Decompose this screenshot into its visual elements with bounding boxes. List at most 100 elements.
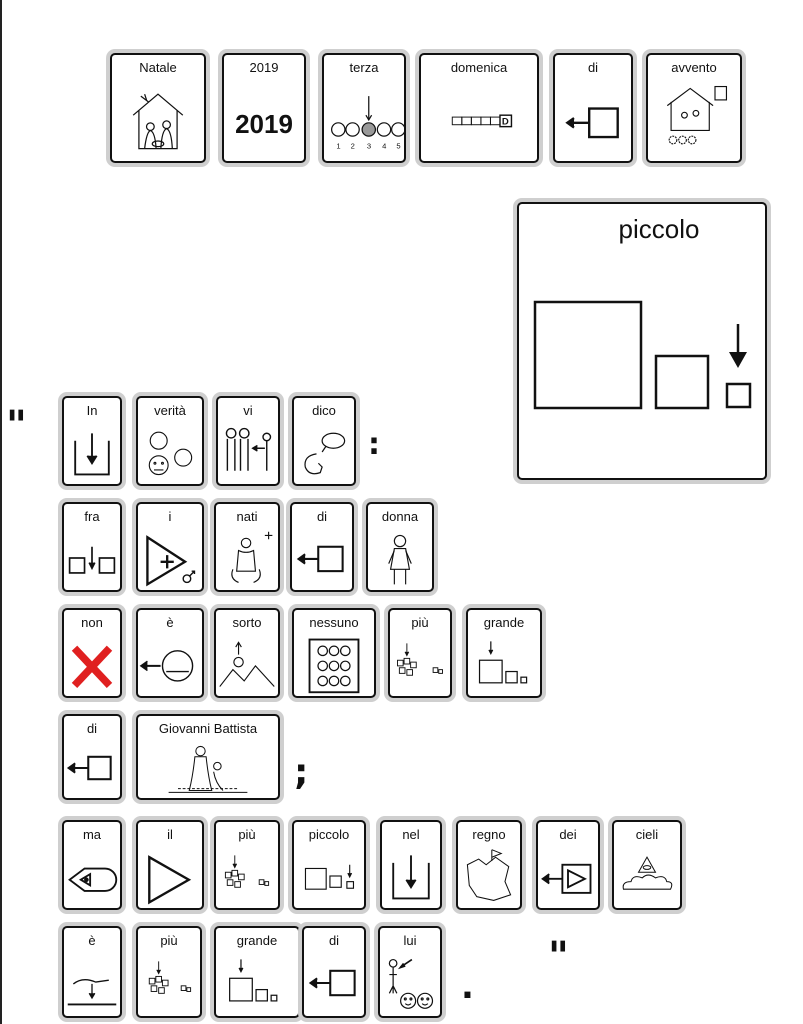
in-the-icon — [382, 844, 440, 908]
symbol-card-nessuno[interactable]: nessuno — [292, 608, 376, 698]
symbol-card-piu[interactable]: più — [136, 926, 202, 1018]
symbol-card-non[interactable]: non — [62, 608, 122, 698]
card-label: di — [328, 933, 340, 948]
card-label: è — [88, 933, 96, 948]
card-label: Giovanni Battista — [158, 721, 258, 736]
symbol-card-in[interactable]: In — [62, 396, 122, 486]
symbol-card-piu[interactable]: più — [214, 820, 280, 910]
symbol-card-2019[interactable]: 2019 2019 — [222, 53, 306, 163]
of-the-icon — [538, 844, 598, 908]
symbol-card-lui[interactable]: lui — [378, 926, 442, 1018]
card-label: dico — [312, 403, 336, 418]
symbol-card-grande[interactable]: grande — [214, 926, 300, 1018]
symbol-card-i[interactable]: i — [136, 502, 204, 592]
card-label: più — [238, 827, 256, 842]
symbol-card-grande[interactable]: grande — [466, 608, 542, 698]
card-label: i — [168, 509, 172, 524]
of-arrow-icon — [304, 950, 364, 1016]
card-label: vi — [243, 403, 253, 418]
symbol-card-di[interactable]: di — [553, 53, 633, 163]
more-icon — [390, 632, 450, 696]
symbol-card-di[interactable]: di — [302, 926, 366, 1018]
card-label: regno — [472, 827, 506, 842]
symbol-card-giovanni-battista[interactable]: Giovanni Battista — [136, 714, 280, 800]
card-label: nessuno — [309, 615, 359, 630]
symbol-card-dei[interactable]: dei — [536, 820, 600, 910]
big-icon — [468, 632, 540, 696]
svg-text:3: 3 — [367, 142, 371, 151]
card-label: sorto — [232, 615, 262, 630]
symbol-card-il[interactable]: il — [136, 820, 204, 910]
john-baptist-icon — [138, 738, 278, 798]
card-label: di — [587, 60, 599, 75]
risen-icon — [216, 632, 278, 696]
heavens-icon — [614, 844, 680, 908]
symbol-card-regno[interactable]: regno — [456, 820, 522, 910]
card-label: terza — [349, 60, 379, 75]
woman-icon — [368, 526, 432, 590]
kingdom-icon — [458, 844, 520, 908]
card-label: grande — [236, 933, 278, 948]
card-label: di — [316, 509, 328, 524]
card-label: lui — [403, 933, 417, 948]
card-label: non — [81, 615, 103, 630]
symbol-card-nel[interactable]: nel — [380, 820, 442, 910]
symbol-card-natale[interactable]: Natale — [110, 53, 206, 163]
symbol-card-piu[interactable]: più — [388, 608, 452, 698]
year-text: 2019 — [235, 109, 293, 139]
card-label: il — [167, 827, 173, 842]
is-icon — [138, 632, 202, 696]
of-arrow-icon — [292, 526, 352, 590]
symbol-card-piccolo[interactable]: piccolo — [292, 820, 366, 910]
advent-icon — [648, 77, 740, 161]
symbol-card-cieli[interactable]: cieli — [612, 820, 682, 910]
left-border-line — [0, 0, 2, 1024]
card-label: verità — [154, 403, 186, 418]
card-label: avvento — [671, 60, 717, 75]
svg-text:D: D — [502, 117, 509, 128]
card-label: piccolo — [618, 214, 700, 244]
nativity-icon — [112, 77, 204, 161]
say-icon — [294, 420, 354, 484]
small-icon — [294, 844, 364, 908]
semicolon-mark: ; — [294, 752, 309, 793]
of-arrow-icon — [555, 77, 631, 161]
card-label: piccolo — [308, 827, 350, 842]
symbol-card-e[interactable]: è — [62, 926, 122, 1018]
card-label: più — [160, 933, 178, 948]
svg-text:2: 2 — [351, 142, 355, 151]
open-quote-mark: " — [6, 403, 27, 449]
symbol-card-ma[interactable]: ma — [62, 820, 122, 910]
is-icon — [64, 950, 120, 1016]
card-label: 2019 — [249, 60, 279, 75]
symbol-card-sorto[interactable]: sorto — [214, 608, 280, 698]
symbol-card-fra[interactable]: fra — [62, 502, 122, 592]
card-label: grande — [483, 615, 525, 630]
card-label: nel — [402, 827, 420, 842]
symbol-card-nati[interactable]: nati — [214, 502, 280, 592]
card-label: domenica — [450, 60, 508, 75]
symbol-card-di[interactable]: di — [62, 714, 122, 800]
symbol-card-dico[interactable]: dico — [292, 396, 356, 486]
symbol-card-verita[interactable]: verità — [136, 396, 204, 486]
symbol-card-e[interactable]: è — [136, 608, 204, 698]
but-icon — [64, 844, 120, 908]
card-label: donna — [381, 509, 419, 524]
symbol-card-donna[interactable]: donna — [366, 502, 434, 592]
colon-mark: : — [368, 427, 380, 462]
symbol-card-vi[interactable]: vi — [216, 396, 280, 486]
no-cross-icon — [64, 632, 120, 696]
symbol-card-di[interactable]: di — [290, 502, 354, 592]
card-label: di — [86, 721, 98, 736]
symbol-card-piccolo-large[interactable]: piccolo — [517, 202, 767, 480]
you-plural-icon — [218, 420, 278, 484]
card-label: In — [86, 403, 98, 418]
truth-icon — [138, 420, 202, 484]
article-triangle-icon — [138, 844, 202, 908]
symbol-card-domenica[interactable]: domenica D — [419, 53, 539, 163]
symbol-card-avvento[interactable]: avvento — [646, 53, 742, 163]
card-label: Natale — [139, 60, 177, 75]
card-label: fra — [84, 509, 100, 524]
